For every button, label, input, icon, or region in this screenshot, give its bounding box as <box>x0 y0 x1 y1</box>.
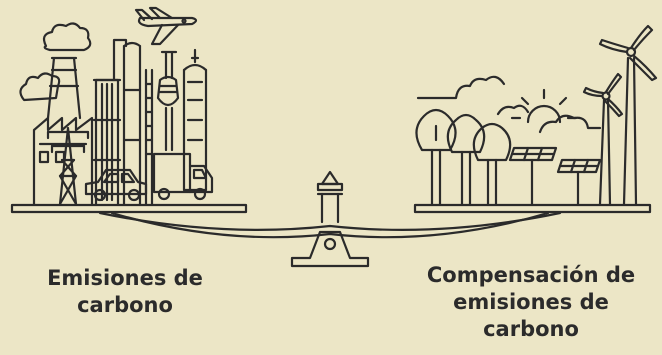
caption-right-line2: emisiones de <box>453 290 609 314</box>
caption-carbon-emissions: Emisiones de carbono <box>10 265 240 319</box>
wind-turbine-icon <box>582 24 658 206</box>
cloud-icon <box>416 75 602 134</box>
factory-icon <box>32 56 94 206</box>
tree-icon <box>415 104 530 206</box>
caption-left-line1: Emisiones de <box>47 266 203 290</box>
caption-left-line2: carbono <box>77 293 173 317</box>
truck-icon <box>152 152 214 201</box>
power-tower-icon <box>46 126 90 206</box>
caption-right-line3: carbono <box>483 317 579 341</box>
distillation-tower-icon <box>92 38 208 206</box>
caption-right-line1: Compensación de <box>426 263 636 287</box>
caption-carbon-offset: Compensación de emisiones de carbono <box>404 262 658 343</box>
smoke-icon <box>19 22 92 102</box>
car-icon <box>84 168 148 202</box>
airplane-icon <box>134 6 198 46</box>
balance-scale-icon <box>10 170 652 268</box>
sun-icon <box>510 88 578 124</box>
solar-panel-icon <box>508 146 602 206</box>
